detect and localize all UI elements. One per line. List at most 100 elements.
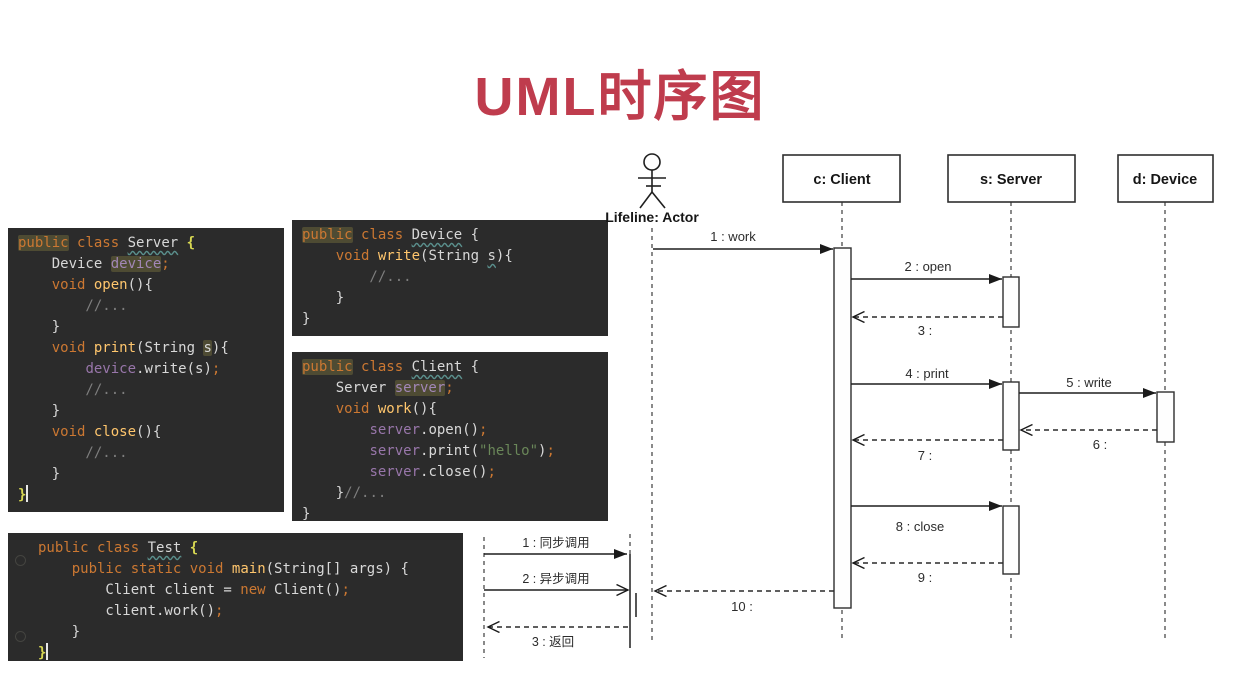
code-token: //... [302,269,412,285]
code-token: ; [341,582,350,598]
message-7-label: 7 : [918,448,932,463]
code-token: class [97,540,140,556]
message-9-label: 9 : [918,570,932,585]
code-line: void print(String s){ [18,338,274,359]
code-token: } [302,485,345,501]
participant-box-client: c: Client [782,154,901,203]
code-line: } [18,401,274,422]
code-token: (){ [411,401,437,417]
code-token: .print( [420,443,480,459]
code-token: client.work() [38,603,216,619]
code-line: public static void main(String[] args) { [38,559,453,580]
code-token: Server [302,380,395,396]
code-token: Device [18,256,111,272]
page-title: UML时序图 [474,67,766,127]
code-token: public [71,561,123,577]
code-token: } [302,311,311,327]
code-line: } [38,643,453,664]
code-line: //... [302,267,598,288]
code-token: //... [18,298,128,314]
activation-server-print [1002,381,1020,451]
message-4-label: 4 : print [905,366,949,381]
code-line: Client client = new Client(); [38,580,453,601]
code-token: ; [211,361,221,377]
code-token: ){ [211,340,229,356]
code-token: ) [538,443,547,459]
code-token: ; [215,603,224,619]
code-token: .close() [420,464,488,480]
gutter-fold-icon [15,631,26,642]
code-token: new [240,582,266,598]
code-token: (){ [136,424,162,440]
code-line: public class Test { [38,538,453,559]
code-line: Server server; [302,378,598,399]
code-line: server.open(); [302,420,598,441]
code-token: void [51,340,86,356]
code-token: ; [487,464,496,480]
code-token: .write(s) [136,361,212,377]
code-token: } [18,487,27,503]
message-8-label: 8 : close [896,519,944,534]
code-line: } [18,317,274,338]
code-token: Test [147,540,182,556]
code-line: void open(){ [18,275,274,296]
activation-device-write [1156,391,1175,443]
code-token: Server [127,235,179,251]
participant-box-server: s: Server [947,154,1076,203]
code-token: s [487,248,496,264]
code-line: } [18,464,274,485]
code-token: (String [136,340,204,356]
code-token: device [85,361,137,377]
code-line: } [302,288,598,309]
code-token: main [231,561,266,577]
code-line: }//... [302,483,598,504]
code-token: ; [161,256,170,272]
legend-async-label: 2 : 异步调用 [522,572,589,586]
code-token: } [18,403,61,419]
code-token: close [93,424,137,440]
code-token: class [361,227,404,243]
code-line: } [302,504,598,525]
code-token: "hello" [479,443,539,459]
actor-label: Lifeline: Actor [605,209,699,225]
code-token: { [189,540,199,556]
code-token: } [38,624,81,640]
participant-label-server: s: Server [980,172,1042,188]
code-token: device [110,256,162,272]
message-2-label: 2 : open [905,259,952,274]
code-token: { [462,359,480,375]
code-line: } [302,309,598,330]
message-3-label: 3 : [918,323,932,338]
code-token: void [335,401,370,417]
code-panel-server: public class Server { Device device; voi… [8,228,284,512]
code-token: s [203,340,212,356]
code-line: void close(){ [18,422,274,443]
code-token: write [377,248,421,264]
code-token: Client [411,359,463,375]
code-token: work [377,401,412,417]
code-token: ){ [495,248,513,264]
activation-server-open [1002,276,1020,328]
activation-server-close [1002,505,1020,575]
code-token: .open() [420,422,480,438]
code-line: client.work(); [38,601,453,622]
participant-label-client: c: Client [813,172,870,188]
code-token: } [302,290,345,306]
legend-sync-label: 1 : 同步调用 [522,536,589,550]
code-token: ; [546,443,555,459]
code-token: server [394,380,446,396]
code-token: } [18,319,61,335]
code-panel-client: public class Client { Server server; voi… [292,352,608,522]
code-token: //... [344,485,387,501]
code-token: server [369,422,421,438]
code-line: public class Device { [302,225,598,246]
activation-client [833,247,852,609]
code-token: print [93,340,137,356]
code-token: } [18,466,61,482]
code-line: void write(String s){ [302,246,598,267]
code-token: { [462,227,480,243]
code-token: public [302,227,353,243]
text-cursor [26,485,29,502]
code-token: } [38,645,47,661]
text-cursor [46,643,49,660]
